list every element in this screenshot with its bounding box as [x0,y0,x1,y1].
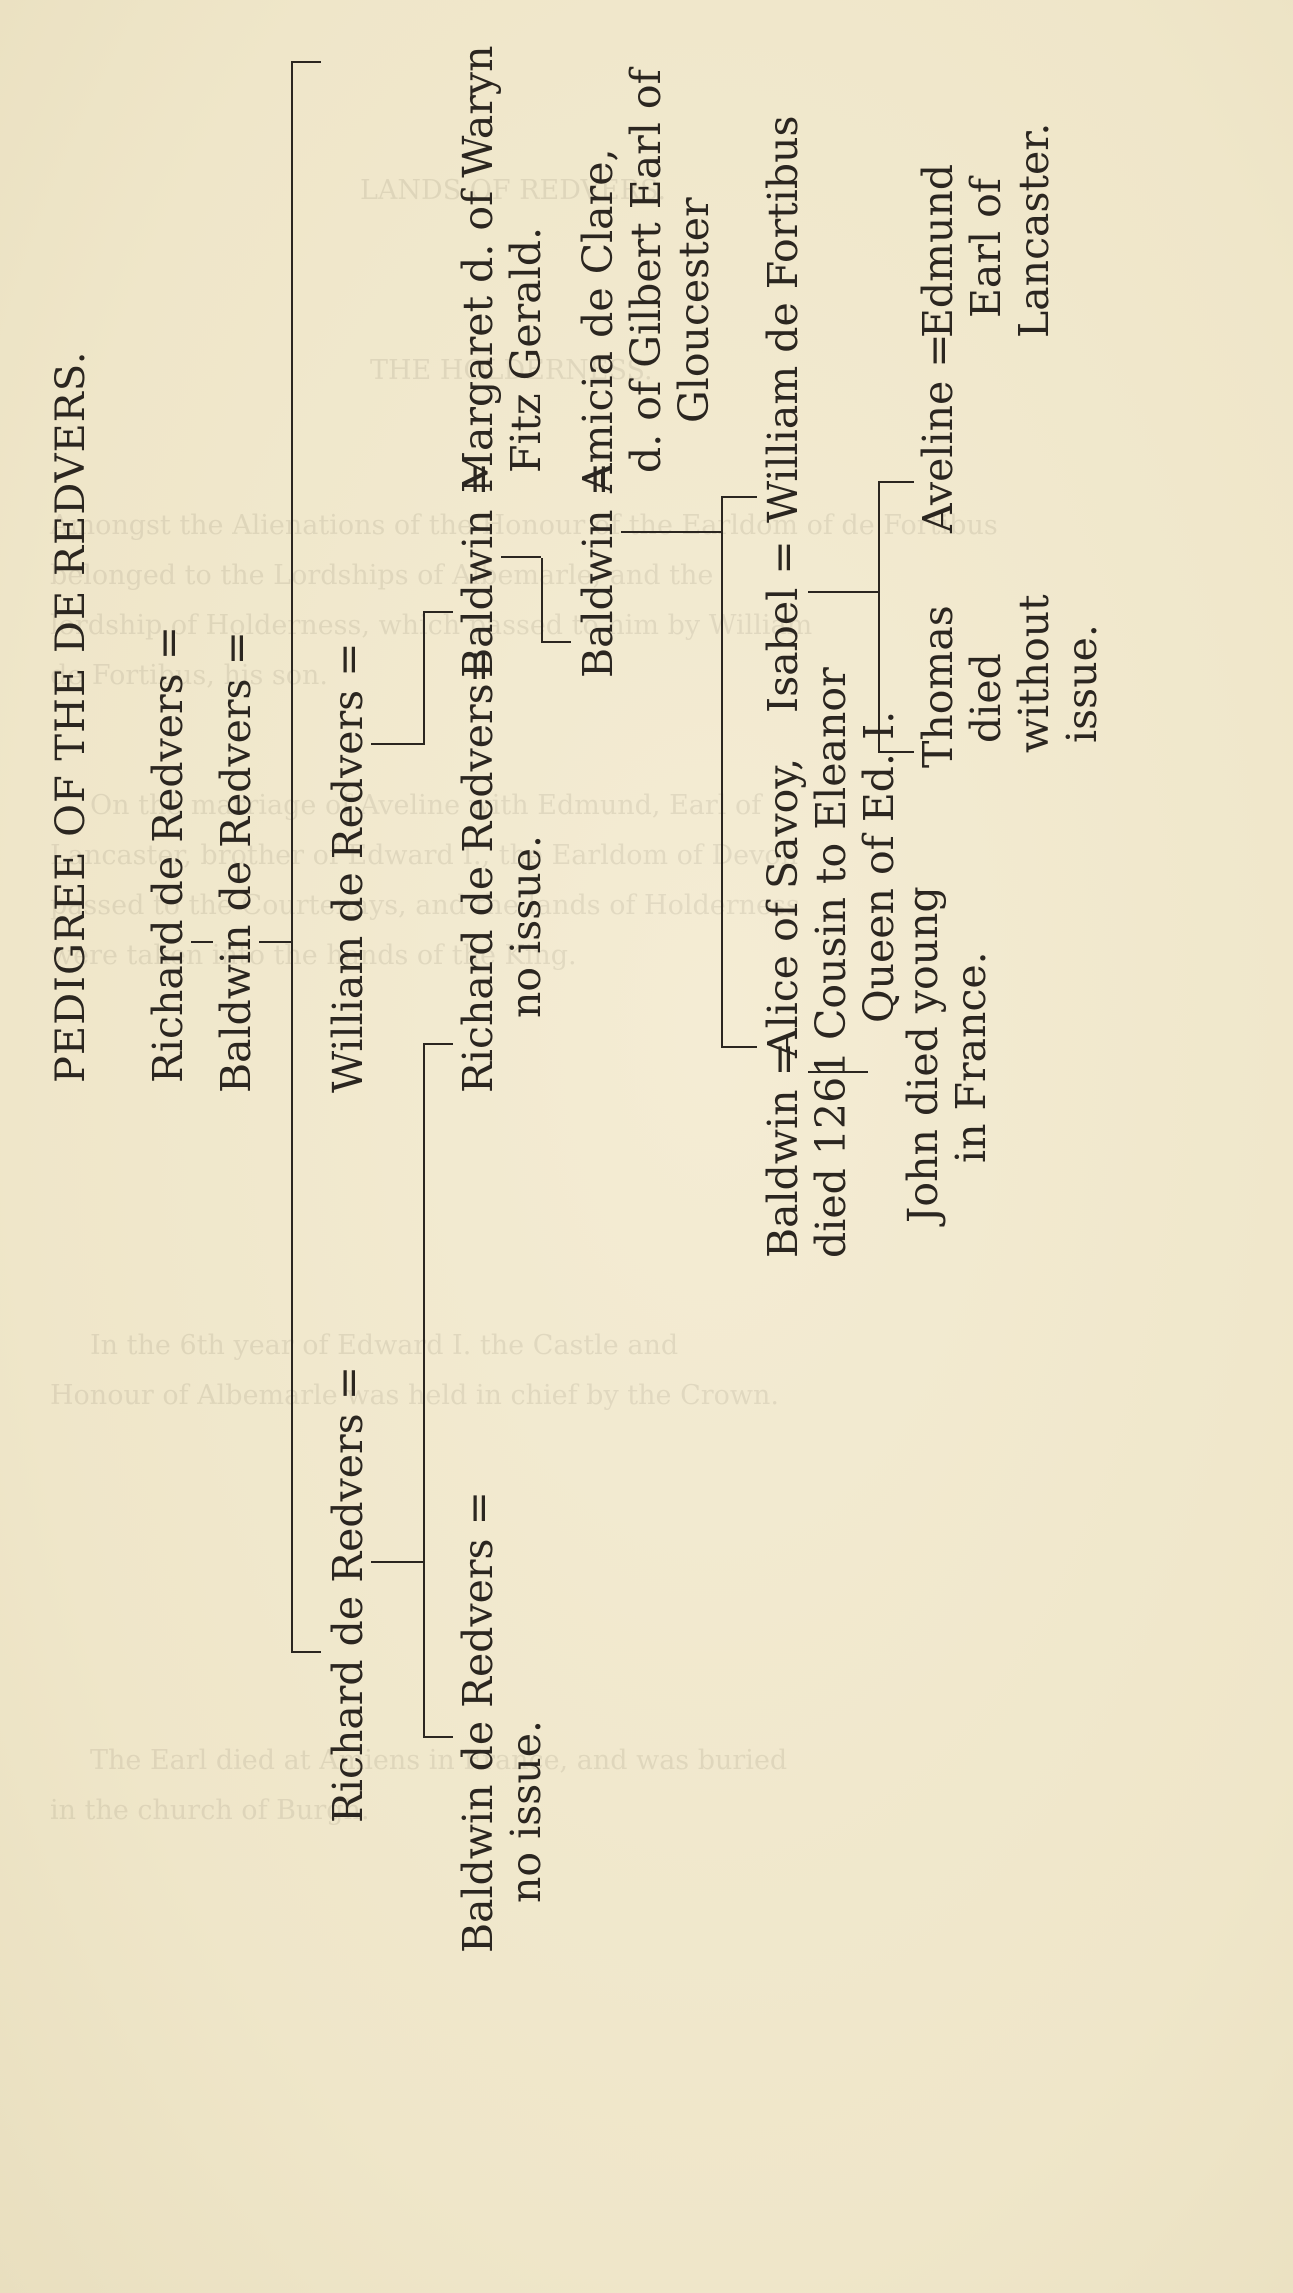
edmund: Edmund [914,163,962,338]
alice-of-savoy: Alice of Savoy, [759,757,807,1058]
line-gen4-down [501,556,541,558]
line-sibling-gen7 [878,483,880,753]
line-gen5-down [621,531,721,533]
thomas-3: without [1010,594,1058,753]
line-sibling-gen3 [291,63,293,1653]
amicia-de-clare-3: Gloucester [670,197,718,423]
baldwin-gen6-died: died 1261 [807,1050,855,1258]
line-gen4-b [423,1043,453,1045]
line-sibling-gen6 [721,498,723,1048]
line-gen3-left-down [371,1561,423,1563]
edmund-3: Lancaster. [1010,122,1058,338]
line-gen4-c [423,611,453,613]
line-gen5 [541,558,543,643]
thomas-2: died [962,653,1010,743]
thomas: Thomas [914,605,962,768]
john-2: in France. [947,951,995,1163]
alice-of-savoy-3: Queen of Ed. I. [855,710,903,1023]
richard-de-redvers-1: Richard de Redvers = [144,625,192,1083]
isabel: Isabel = [759,540,807,713]
aveline: Aveline = [914,333,962,533]
line-gen7-a [878,751,914,753]
john: John died young [899,886,947,1223]
richard-de-redvers-3: Richard de Redvers= [454,648,502,1093]
richard-de-redvers-3-note: no issue. [502,834,550,1018]
line-gen6-b [721,496,757,498]
edmund-2: Earl of [962,178,1010,318]
line-sibling-gen4-left [423,1045,425,1738]
line-gen3-right [291,61,321,63]
richard-de-redvers-2: Richard de Redvers = [324,1365,372,1823]
line-gen4-a [423,1736,453,1738]
baldwin-de-redvers-1: Baldwin de Redvers = [212,631,260,1093]
amicia-de-clare: Amicia de Clare, [574,148,622,493]
william-de-redvers: William de Redvers = [324,642,372,1093]
baldwin-gen4: Baldwin = [454,462,502,678]
line-gen6-a [721,1046,757,1048]
line-gen7-b [878,481,914,483]
alice-of-savoy-2: Cousin to Eleanor [807,667,855,1040]
william-de-fortibus: William de Fortibus [759,115,807,523]
baldwin-de-redvers-2: Baldwin de Redvers = [454,1491,502,1953]
baldwin-gen5: Baldwin = [574,462,622,678]
baldwin-gen6: Baldwin = [759,1042,807,1258]
line-descent-1 [191,941,213,943]
thomas-4: issue. [1058,624,1106,743]
line-gen5-a [541,641,571,643]
line-gen6-left-down [808,1071,868,1073]
baldwin-de-redvers-2-note: no issue. [502,1719,550,1903]
amicia-de-clare-2: d. of Gilbert Earl of [622,69,670,473]
line-gen3-right-down [371,743,423,745]
line-descent-2 [259,941,291,943]
line-gen4-right [423,613,425,745]
margaret-fitz-gerald: Margaret d. of Waryn [454,45,502,493]
line-gen6-right-down [808,591,878,593]
line-gen3-left [291,1651,321,1653]
margaret-fitz-gerald-2: Fitz Gerald. [502,226,550,473]
page-title: PEDIGREE OF THE DE REDVERS. [48,350,94,1083]
